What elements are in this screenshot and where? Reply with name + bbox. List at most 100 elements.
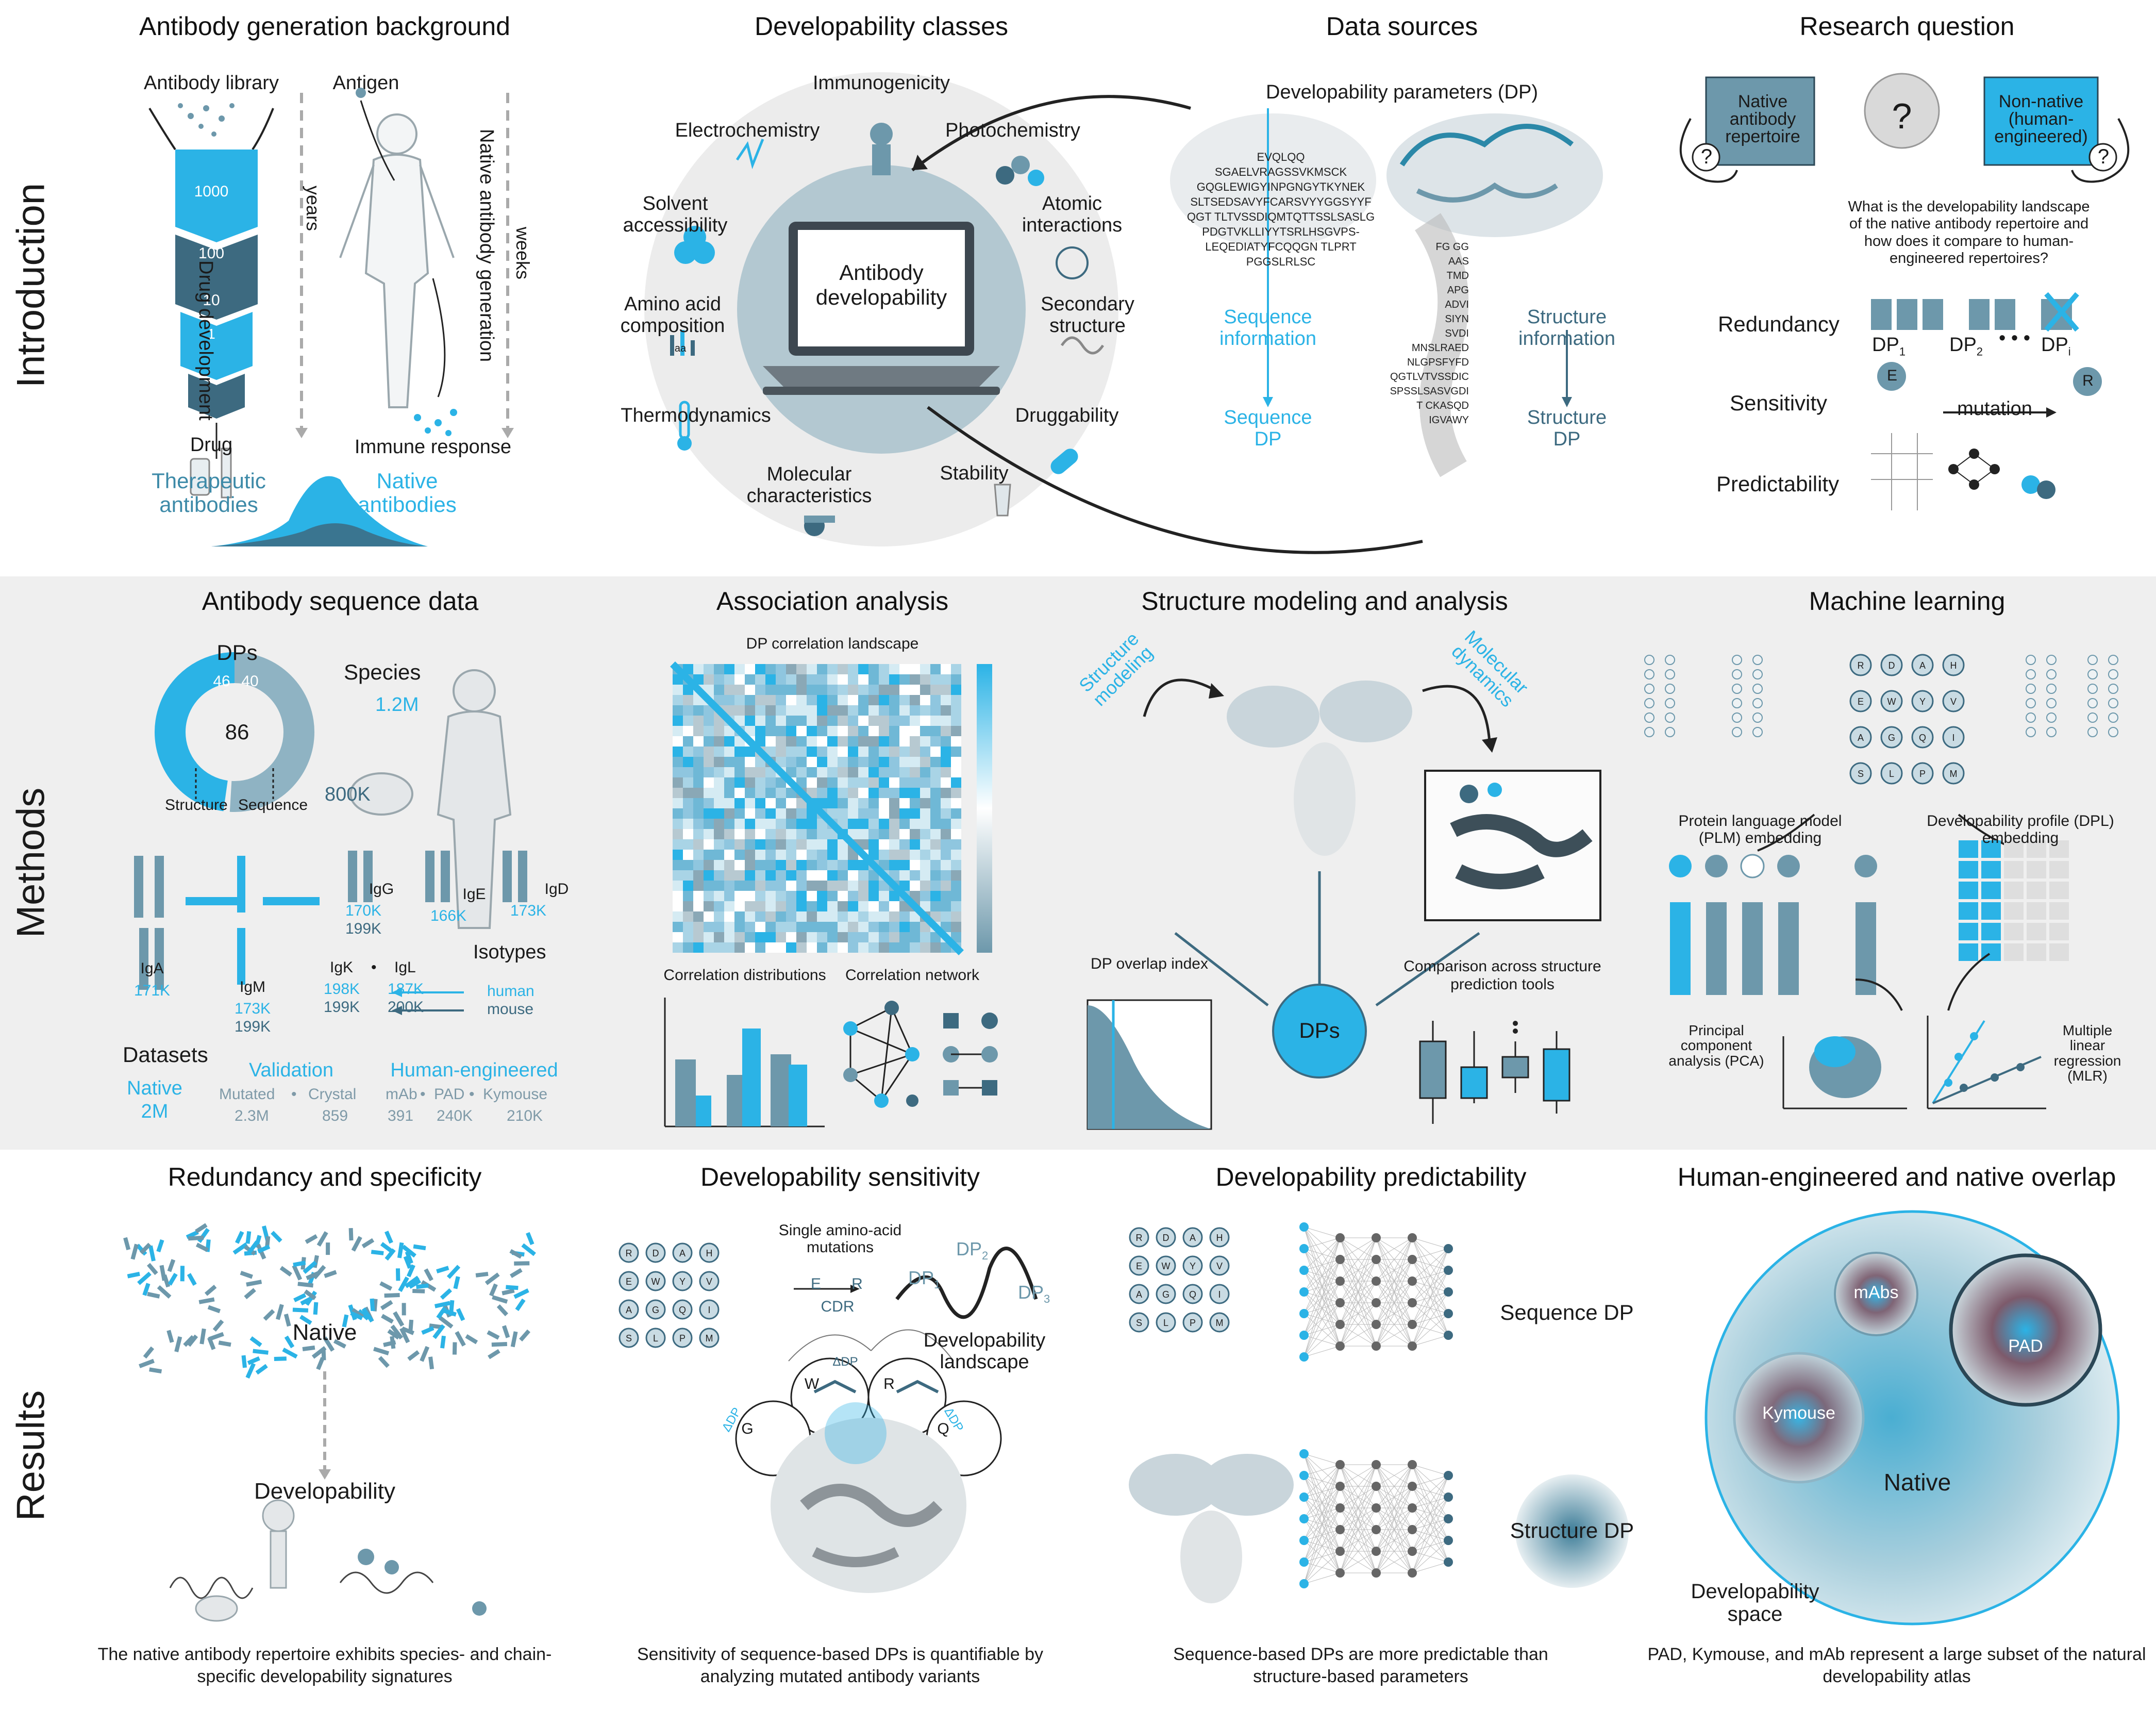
heatmap-cell bbox=[879, 819, 889, 829]
heatmap-cell bbox=[848, 695, 858, 705]
heatmap-cell bbox=[765, 747, 776, 757]
drug-label: Drug bbox=[190, 434, 233, 456]
heatmap-cell bbox=[930, 664, 941, 674]
heatmap-cell bbox=[920, 819, 930, 829]
nn-node bbox=[1372, 1320, 1381, 1329]
heatmap-cell bbox=[693, 757, 704, 767]
heatmap-cell bbox=[889, 767, 899, 777]
seq-bead bbox=[2026, 655, 2036, 665]
dp2-label: DP2 bbox=[1949, 334, 1983, 358]
heatmap-cell bbox=[848, 757, 858, 767]
antibody-glyph bbox=[395, 1268, 422, 1292]
residue-node bbox=[1911, 690, 1934, 712]
antibody-glyph bbox=[305, 1231, 330, 1255]
heatmap-cell bbox=[745, 695, 755, 705]
heatmap-cell bbox=[673, 901, 683, 911]
distributions-label: Correlation distributions bbox=[663, 967, 826, 984]
dpl-cell bbox=[2027, 840, 2046, 858]
nn-node bbox=[1335, 1547, 1345, 1556]
heatmap-cell bbox=[786, 747, 796, 757]
heatmap-cell bbox=[734, 819, 745, 829]
heatmap-cell bbox=[827, 777, 838, 788]
heatmap-cell bbox=[724, 819, 734, 829]
heatmap-cell bbox=[786, 767, 796, 777]
heatmap-cell bbox=[673, 850, 683, 860]
heatmap-cell bbox=[776, 716, 786, 726]
heatmap-cell bbox=[755, 757, 765, 767]
heatmap-cell bbox=[838, 788, 848, 798]
residue-letter: A bbox=[626, 1305, 632, 1315]
heatmap-cell bbox=[817, 839, 827, 850]
heatmap-cell bbox=[941, 695, 951, 705]
heatmap-cell bbox=[704, 685, 714, 695]
heatmap-cell bbox=[879, 716, 889, 726]
heatmap-cell bbox=[673, 726, 683, 736]
residue-node bbox=[1880, 726, 1903, 749]
heatmap-cell bbox=[848, 829, 858, 839]
heatmap-cell bbox=[838, 757, 848, 767]
heatmap-cell bbox=[765, 736, 776, 747]
heatmap-cell bbox=[858, 685, 868, 695]
heatmap-cell bbox=[920, 777, 930, 788]
heatmap-cell bbox=[858, 757, 868, 767]
residue-node bbox=[619, 1242, 639, 1263]
seq-bead bbox=[1665, 684, 1675, 694]
heatmap-cell bbox=[858, 870, 868, 881]
dpl-cell bbox=[2049, 861, 2069, 878]
nn-node bbox=[1408, 1547, 1417, 1556]
heatmap-cell bbox=[786, 891, 796, 901]
heatmap-cell bbox=[714, 922, 724, 932]
seq-bead bbox=[1752, 669, 1763, 679]
heatmap-cell bbox=[683, 705, 693, 716]
heatmap-cell bbox=[673, 767, 683, 777]
heatmap-cell bbox=[930, 808, 941, 819]
seq-bead bbox=[2108, 669, 2118, 679]
heatmap-cell bbox=[807, 695, 817, 705]
residue-letter: A bbox=[679, 1248, 686, 1258]
heatmap-cell bbox=[941, 705, 951, 716]
heatmap-cell bbox=[858, 777, 868, 788]
antibody-glyph bbox=[274, 1335, 298, 1361]
heatmap-cell bbox=[714, 850, 724, 860]
heatmap-cell bbox=[951, 850, 961, 860]
seq-line: NLGPSFYFD bbox=[1407, 357, 1469, 368]
heatmap-cell bbox=[807, 881, 817, 891]
heatmap-cell bbox=[683, 870, 693, 881]
heatmap-cell bbox=[704, 870, 714, 881]
heatmap-cell bbox=[796, 911, 807, 922]
residue-letter: S bbox=[1858, 769, 1864, 779]
mouse-legend: mouse bbox=[487, 1001, 534, 1018]
heatmap-cell bbox=[868, 932, 879, 942]
panel-title-question: Research question bbox=[1799, 12, 2015, 41]
heatmap-cell bbox=[920, 932, 930, 942]
heatmap-cell bbox=[745, 860, 755, 870]
plm-label: Protein language model (PLM) embedding bbox=[1678, 812, 1842, 847]
heatmap-cell bbox=[858, 901, 868, 911]
heatmap-cell bbox=[930, 716, 941, 726]
nn-node bbox=[1372, 1233, 1381, 1242]
heatmap-cell bbox=[930, 850, 941, 860]
heatmap-cell bbox=[755, 829, 765, 839]
heatmap-cell bbox=[714, 870, 724, 881]
heatmap-cell bbox=[889, 891, 899, 901]
residue-letter: D bbox=[1163, 1233, 1169, 1243]
dps-node-label: DPs bbox=[1299, 1018, 1340, 1042]
heatmap-cell bbox=[951, 911, 961, 922]
dpl-cell bbox=[1959, 840, 1978, 858]
heatmap-cell bbox=[889, 777, 899, 788]
heatmap-cell bbox=[848, 881, 858, 891]
heatmap-cell bbox=[765, 767, 776, 777]
dp1-landscape: DP1 bbox=[908, 1267, 941, 1291]
nn-node bbox=[1299, 1471, 1309, 1480]
residue-node bbox=[1129, 1227, 1149, 1248]
nn-node bbox=[1408, 1460, 1417, 1469]
heatmap-cell bbox=[734, 829, 745, 839]
heatmap-cell bbox=[745, 716, 755, 726]
heatmap-cell bbox=[765, 819, 776, 829]
residue-node bbox=[1942, 654, 1965, 676]
heatmap-cell bbox=[879, 767, 889, 777]
nn-node bbox=[1372, 1460, 1381, 1469]
heatmap-cell bbox=[765, 881, 776, 891]
heatmap-cell bbox=[714, 726, 724, 736]
heatmap-cell bbox=[673, 819, 683, 829]
